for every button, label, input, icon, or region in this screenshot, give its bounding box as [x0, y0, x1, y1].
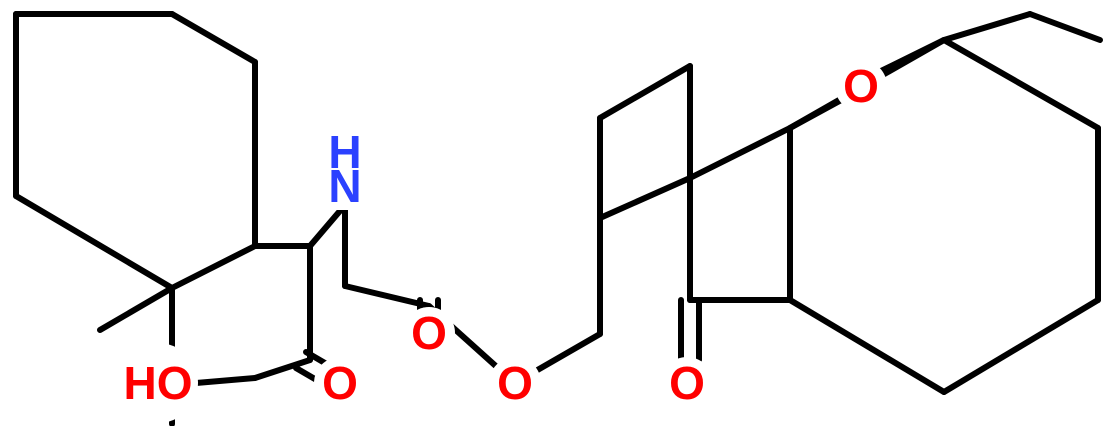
bond-alkyl-tail-1 [941, 11, 1033, 43]
left-ring-bonds [13, 11, 258, 426]
atom-label-carboxyl-carbonyl-o: O [322, 357, 358, 409]
right-ring-bonds [687, 37, 1101, 395]
atom-label-ring-ester-o: O [669, 357, 705, 409]
ether-branch-bonds [787, 11, 1103, 131]
bond-carbamate-c-chain [342, 283, 432, 309]
ester-linker-bonds [531, 63, 702, 375]
halo-carboxyl-o [314, 357, 366, 409]
bond-ca-to-n [307, 202, 348, 249]
halo-ester-o [489, 357, 541, 409]
bond-ester-o-to-ch2 [531, 331, 603, 375]
halo-carbamate-o [403, 307, 455, 359]
bond-left-ring-7 [169, 243, 258, 291]
alpha-carbon-bonds [252, 202, 348, 363]
atom-label-ether-o: O [843, 60, 879, 112]
atom-labels: HO O O O O O N H [124, 60, 879, 409]
halo-amide-nh [318, 126, 374, 210]
atom-label-carbamate-carbonyl-o: O [411, 307, 447, 359]
bond-left-ring-8 [97, 285, 175, 333]
halo-ring-ester-o [661, 357, 713, 409]
bond-left-ring-5 [169, 11, 258, 65]
bond-cooh-to-oh [193, 375, 258, 386]
carboxylic-acid-group [193, 349, 333, 386]
bond-left-ring-2 [13, 193, 175, 291]
bond-right-ring-5 [941, 37, 1101, 131]
atom-label-amide-n: N [328, 160, 361, 212]
halo-ether-o [835, 60, 887, 112]
bond-chain-mid [597, 175, 693, 221]
bond-ether-o-to-alkyl [876, 37, 947, 75]
atom-label-carbamate-ester-o: O [497, 357, 533, 409]
bond-right-ring-2 [787, 297, 947, 395]
atom-label-halos [118, 60, 887, 423]
bond-right-ring-3 [941, 297, 1101, 395]
atom-label-hydroxyl: HO [124, 357, 193, 409]
bond-right-ring-link [687, 125, 793, 181]
bond-alkyl-tail-2 [1027, 11, 1103, 43]
bond-chain-to-aryl [597, 63, 693, 121]
halo-hydroxyl [118, 343, 198, 423]
atom-label-amide-h: H [328, 126, 361, 178]
bond-aryl-to-ether-o [787, 95, 848, 131]
bond-cooh-c-oh [252, 357, 313, 381]
